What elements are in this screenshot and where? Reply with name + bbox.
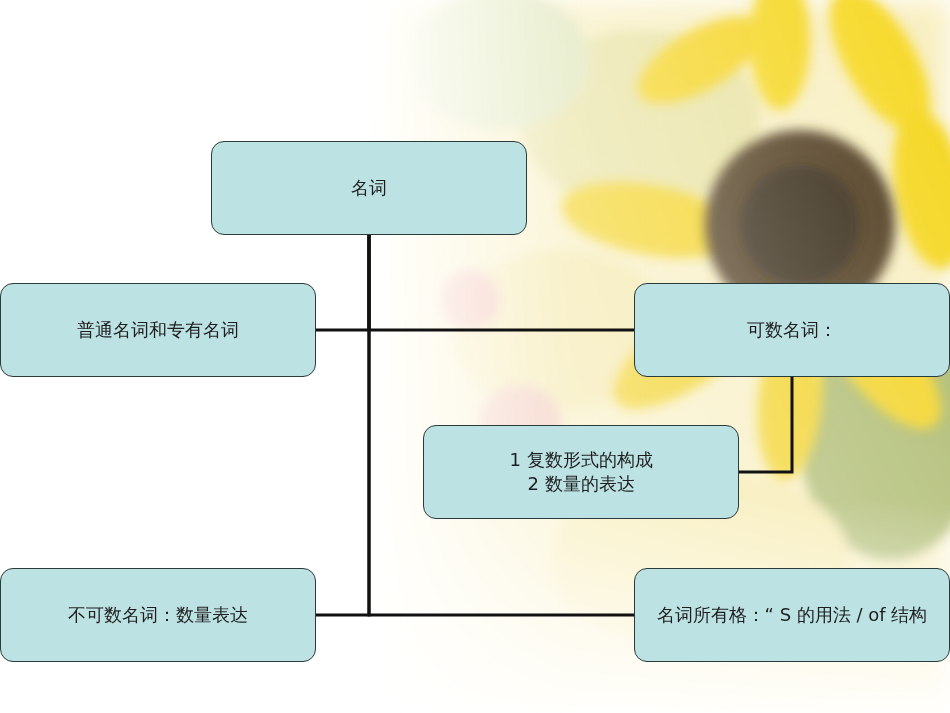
category-box: 可数名词： [634,283,950,377]
connector-line [739,377,792,472]
connector-line [316,235,369,615]
node-text: 名词 [351,176,387,200]
node-text: 名词所有格：“ S 的用法 / of 结构 [657,603,928,627]
detail-box: 1 复数形式的构成2 数量的表达 [423,425,739,519]
connector-line [369,235,634,330]
connector-line [316,235,369,330]
node-text: 1 复数形式的构成 [509,448,652,472]
category-box: 名词所有格：“ S 的用法 / of 结构 [634,568,950,662]
node-text: 可数名词： [747,318,837,342]
node-text: 普通名词和专有名词 [77,318,239,342]
node-text: 2 数量的表达 [527,472,634,496]
category-box: 普通名词和专有名词 [0,283,316,377]
node-text: 不可数名词：数量表达 [68,603,248,627]
category-box: 不可数名词：数量表达 [0,568,316,662]
root-box: 名词 [211,141,527,235]
